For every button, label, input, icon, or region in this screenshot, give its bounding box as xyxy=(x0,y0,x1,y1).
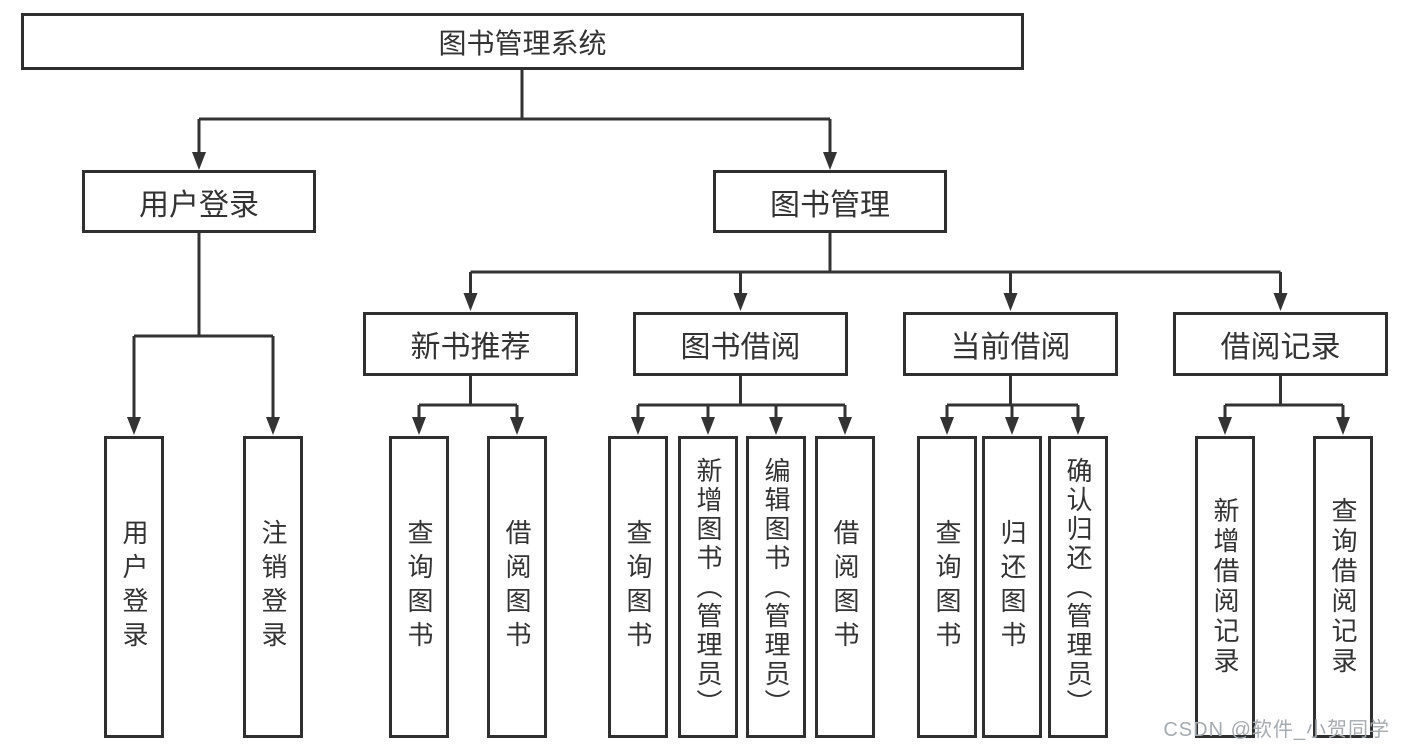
node-new-book-recommend: 新书推荐 xyxy=(363,312,578,376)
connector-root-to-level2 xyxy=(197,70,832,154)
node-borrow-record: 借阅记录 xyxy=(1173,312,1388,376)
leaf-logout-label: 注销登录 xyxy=(258,519,288,655)
leaf-logout: 注销登录 xyxy=(243,436,303,738)
node-root-library-system: 图书管理系统 xyxy=(21,13,1024,70)
connector-record-children xyxy=(1223,376,1345,419)
leaf-add-book-admin-label: 新增图书（管理员） xyxy=(693,456,723,718)
leaf-confirm-return-admin: 确认归还（管理员） xyxy=(1048,436,1108,738)
node-root-label: 图书管理系统 xyxy=(438,27,607,59)
node-book-management-label: 图书管理 xyxy=(770,188,890,222)
node-book-borrow-label: 图书借阅 xyxy=(680,331,801,364)
leaf-edit-book-admin: 编辑图书（管理员） xyxy=(746,436,806,738)
leaf-query-books-2-label: 查询图书 xyxy=(623,519,653,655)
leaf-query-books-1: 查询图书 xyxy=(389,436,449,738)
node-current-borrow-label: 当前借阅 xyxy=(950,331,1071,364)
leaf-borrow-books-1: 借阅图书 xyxy=(487,436,547,738)
leaf-user-login-label: 用户登录 xyxy=(119,519,149,655)
node-current-borrow: 当前借阅 xyxy=(903,312,1118,376)
leaf-query-borrow-record: 查询借阅记录 xyxy=(1313,436,1373,738)
leaf-return-book-label: 归还图书 xyxy=(997,519,1027,655)
node-book-management: 图书管理 xyxy=(713,170,947,233)
connector-book-mgmt-children xyxy=(469,233,1282,295)
connector-user-login-children xyxy=(132,233,275,419)
connector-current-children xyxy=(945,376,1080,419)
leaf-query-books-3-label: 查询图书 xyxy=(932,519,962,655)
leaf-user-login: 用户登录 xyxy=(104,436,164,738)
leaf-query-borrow-record-label: 查询借阅记录 xyxy=(1328,497,1358,677)
connector-new-book-children xyxy=(417,376,519,419)
leaf-query-books-1-label: 查询图书 xyxy=(404,519,434,655)
leaf-return-book: 归还图书 xyxy=(982,436,1042,738)
leaf-borrow-books-2: 借阅图书 xyxy=(815,436,875,738)
leaf-confirm-return-admin-label: 确认归还（管理员） xyxy=(1063,456,1093,718)
leaf-borrow-books-2-label: 借阅图书 xyxy=(830,519,860,655)
leaf-query-books-2: 查询图书 xyxy=(608,436,668,738)
csdn-watermark: CSDN @软件_小贺同学 xyxy=(1163,719,1390,741)
node-borrow-record-label: 借阅记录 xyxy=(1220,331,1341,364)
leaf-borrow-books-1-label: 借阅图书 xyxy=(502,519,532,655)
node-user-login: 用户登录 xyxy=(82,170,316,233)
leaf-add-borrow-record: 新增借阅记录 xyxy=(1195,436,1255,738)
node-book-borrow: 图书借阅 xyxy=(633,312,848,376)
arrowheads xyxy=(127,152,1350,435)
leaf-add-borrow-record-label: 新增借阅记录 xyxy=(1210,497,1240,677)
connector-borrow-children xyxy=(636,376,847,419)
leaf-add-book-admin: 新增图书（管理员） xyxy=(678,436,738,738)
leaf-query-books-3: 查询图书 xyxy=(917,436,977,738)
node-new-book-recommend-label: 新书推荐 xyxy=(410,331,531,364)
leaf-edit-book-admin-label: 编辑图书（管理员） xyxy=(761,456,791,718)
node-user-login-label: 用户登录 xyxy=(139,188,259,222)
